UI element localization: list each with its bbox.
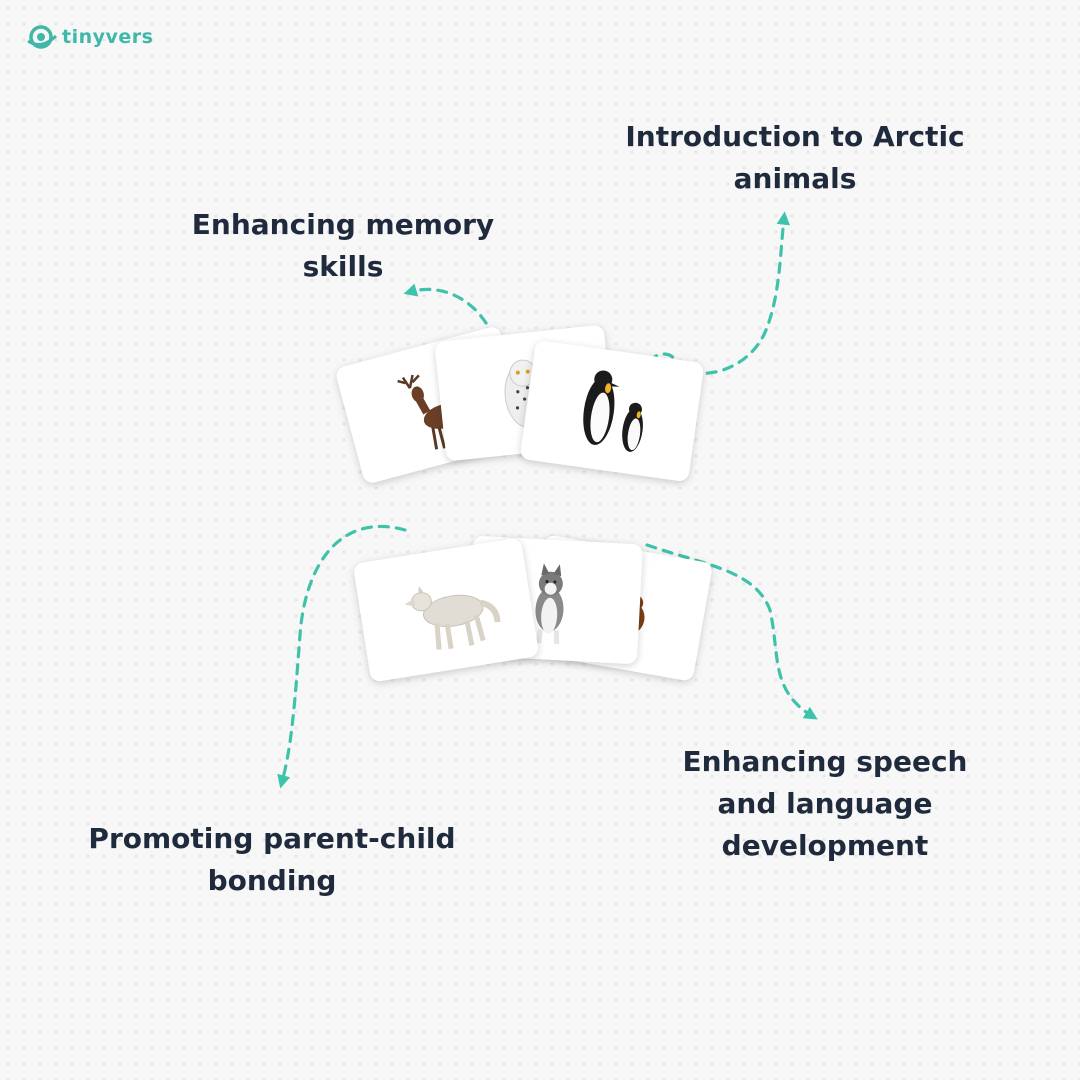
husky-icon [535,563,564,645]
penguin-icon [583,370,643,452]
arrow-to-memory [403,283,488,325]
arrow-to-arctic [648,211,790,375]
brand-logo: tinyvers [26,24,153,50]
label-parent-child-bonding: Promoting parent-child bonding [88,822,456,897]
card-penguins [519,339,705,483]
card-arctic-wolf [352,537,540,683]
label-arctic-animals: Introduction to Arctic animals [625,120,965,195]
wolf-icon [404,585,501,650]
label-memory-skills: Enhancing memory skills [191,208,495,283]
arrow-to-bonding [277,524,407,789]
label-speech-language: Enhancing speech and language developmen… [682,745,968,862]
brand-name: tinyvers [62,26,154,48]
globe-logo-icon [27,25,58,49]
card-husky [466,535,644,665]
